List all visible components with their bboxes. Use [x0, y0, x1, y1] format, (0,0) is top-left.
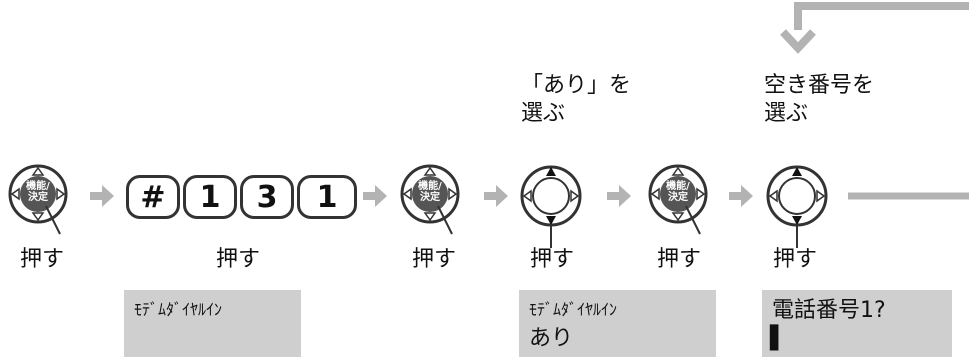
step-caption-3: 押す [412, 247, 457, 272]
lcd-line-1: ﾓﾃﾞﾑﾀﾞｲﾔﾙｲﾝ [134, 300, 223, 319]
flow-arrow-4 [607, 185, 631, 207]
key-1b: 1 [297, 175, 357, 219]
func-button-inner-label-1: 機能/決定 [26, 181, 50, 203]
instruction-line-2: 選ぶ [521, 101, 566, 126]
instruction-line-1: 空き番号を [764, 73, 875, 98]
step-caption-5: 押す [657, 247, 702, 272]
flow-arrow-3 [484, 185, 508, 207]
instruction-line-1: 「あり」を [521, 73, 632, 98]
step-caption-1: 押す [20, 247, 65, 272]
lcd-screen-2: ﾓﾃﾞﾑﾀﾞｲﾔﾙｲﾝ あり [519, 290, 716, 357]
lcd-line-2: あり [529, 326, 574, 351]
step-caption-6: 押す [773, 247, 818, 272]
step-caption-2: 押す [216, 247, 261, 272]
step-caption-4: 押す [530, 247, 575, 272]
func-decide-button-3 [648, 164, 708, 235]
flow-arrow-5 [729, 185, 753, 207]
lcd-screen-1: ﾓﾃﾞﾑﾀﾞｲﾔﾙｲﾝ [124, 290, 301, 357]
flow-arrow-2 [363, 185, 387, 207]
key-hash: # [126, 175, 180, 219]
func-button-inner-label-3: 機能/決定 [666, 181, 690, 203]
lcd-cursor: ▌ [770, 326, 787, 351]
instruction-select-ari: 「あり」を 選ぶ [521, 72, 631, 128]
func-decide-button-2 [400, 164, 460, 235]
func-button-inner-label-2: 機能/決定 [418, 181, 442, 203]
key-3: 3 [240, 175, 294, 219]
func-decide-button-1 [8, 164, 68, 235]
updown-button-2 [766, 165, 828, 248]
instruction-select-empty-number: 空き番号を 選ぶ [764, 72, 874, 128]
key-1a: 1 [183, 175, 237, 219]
lcd-line-1: ﾓﾃﾞﾑﾀﾞｲﾔﾙｲﾝ [529, 300, 618, 319]
lcd-line-1: 電話番号1? [772, 298, 886, 323]
instruction-line-2: 選ぶ [764, 101, 809, 126]
updown-button-1 [520, 165, 582, 248]
lcd-screen-3: 電話番号1? ▌ [762, 290, 952, 357]
flow-arrow-1 [90, 185, 114, 207]
